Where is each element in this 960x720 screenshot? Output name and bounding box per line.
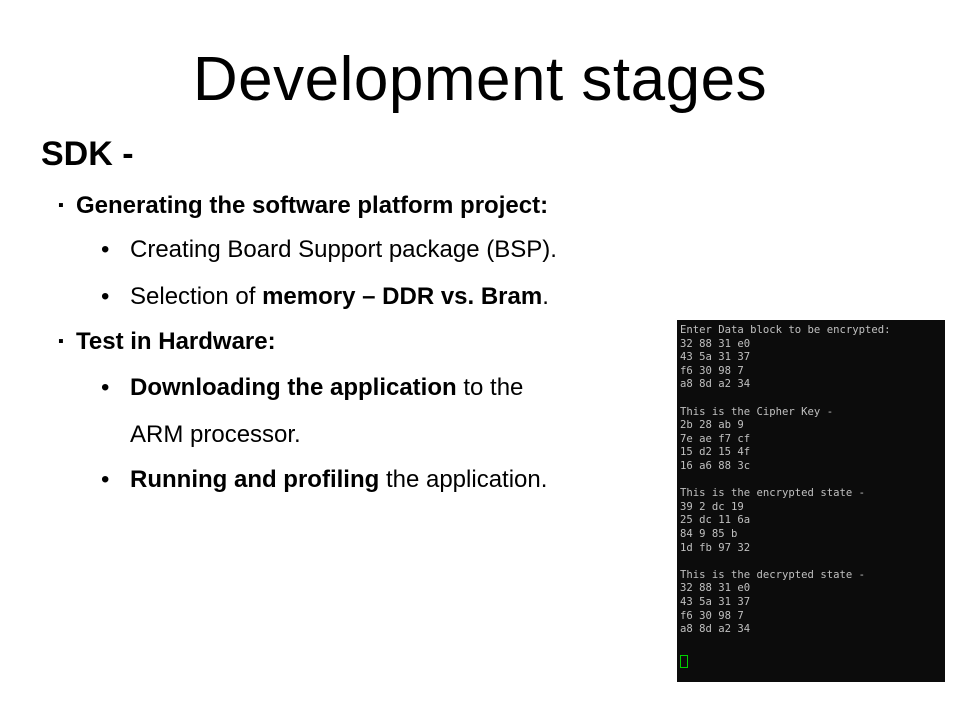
section-heading: SDK - xyxy=(41,135,134,173)
terminal-output-screenshot: Enter Data block to be encrypted:32 88 3… xyxy=(677,320,945,682)
bullet-text-suffix: . xyxy=(542,283,549,310)
terminal-line: 32 88 31 e0 xyxy=(680,337,751,350)
bullet-text: Generating the software platform project… xyxy=(76,192,549,219)
terminal-line: 43 5a 31 37 xyxy=(680,351,751,364)
bullet-text-bold: Downloading the application xyxy=(130,374,457,401)
subbullet-downloading: • Downloading the application to the xyxy=(101,374,523,403)
subbullet-running: • Running and profiling the application. xyxy=(101,466,547,495)
square-bullet-icon: ▪ xyxy=(58,197,64,214)
terminal-line: Enter Data block to be encrypted: xyxy=(680,324,891,336)
round-bullet-icon: • xyxy=(101,236,110,263)
terminal-line: This is the encrypted state - xyxy=(680,487,865,500)
subbullet-bsp: • Creating Board Support package (BSP). xyxy=(101,236,557,265)
round-bullet-icon: • xyxy=(101,466,110,493)
bullet-text-prefix: Selection of xyxy=(130,283,263,310)
terminal-line: a8 8d a2 34 xyxy=(680,378,751,391)
round-bullet-icon: • xyxy=(101,374,110,401)
terminal-line: 7e ae f7 cf xyxy=(680,432,751,445)
terminal-line: 15 d2 15 4f xyxy=(680,446,751,459)
bullet-text-bold: memory – DDR vs. Bram xyxy=(262,283,543,310)
terminal-line: 25 dc 11 6a xyxy=(680,514,751,527)
bullet-test-hardware: ▪ Test in Hardware: xyxy=(58,328,276,357)
terminal-line: 43 5a 31 37 xyxy=(680,596,751,608)
bullet-text-bold: Running and profiling xyxy=(130,466,380,493)
bullet-generating-platform: ▪ Generating the software platform projec… xyxy=(58,192,548,221)
terminal-line: a8 8d a2 34 xyxy=(680,623,751,636)
bullet-text-suffix: to the xyxy=(456,374,524,401)
terminal-line: 1d fb 97 32 xyxy=(680,541,751,554)
round-bullet-icon: • xyxy=(101,283,110,310)
subbullet-downloading-continued: ARM processor. xyxy=(130,421,301,448)
terminal-line: 84 9 85 b xyxy=(680,528,738,540)
subbullet-memory: • Selection of memory – DDR vs. Bram. xyxy=(101,283,549,312)
terminal-cursor-icon xyxy=(680,655,688,668)
terminal-line: 32 88 31 e0 xyxy=(680,582,751,595)
terminal-line: f6 30 98 7 xyxy=(680,609,744,622)
terminal-line: This is the decrypted state - xyxy=(680,568,865,581)
slide-title: Development stages xyxy=(192,45,768,114)
bullet-text: Test in Hardware: xyxy=(76,328,276,355)
square-bullet-icon: ▪ xyxy=(58,333,64,350)
terminal-line: f6 30 98 7 xyxy=(680,364,744,377)
terminal-line: 39 2 dc 19 xyxy=(680,500,744,513)
terminal-line: 2b 28 ab 9 xyxy=(680,419,744,432)
bullet-text-suffix: the application. xyxy=(379,466,548,493)
terminal-line: 16 a6 88 3c xyxy=(680,460,751,472)
terminal-line: This is the Cipher Key - xyxy=(680,405,834,418)
bullet-text: Creating Board Support package (BSP). xyxy=(130,236,557,263)
